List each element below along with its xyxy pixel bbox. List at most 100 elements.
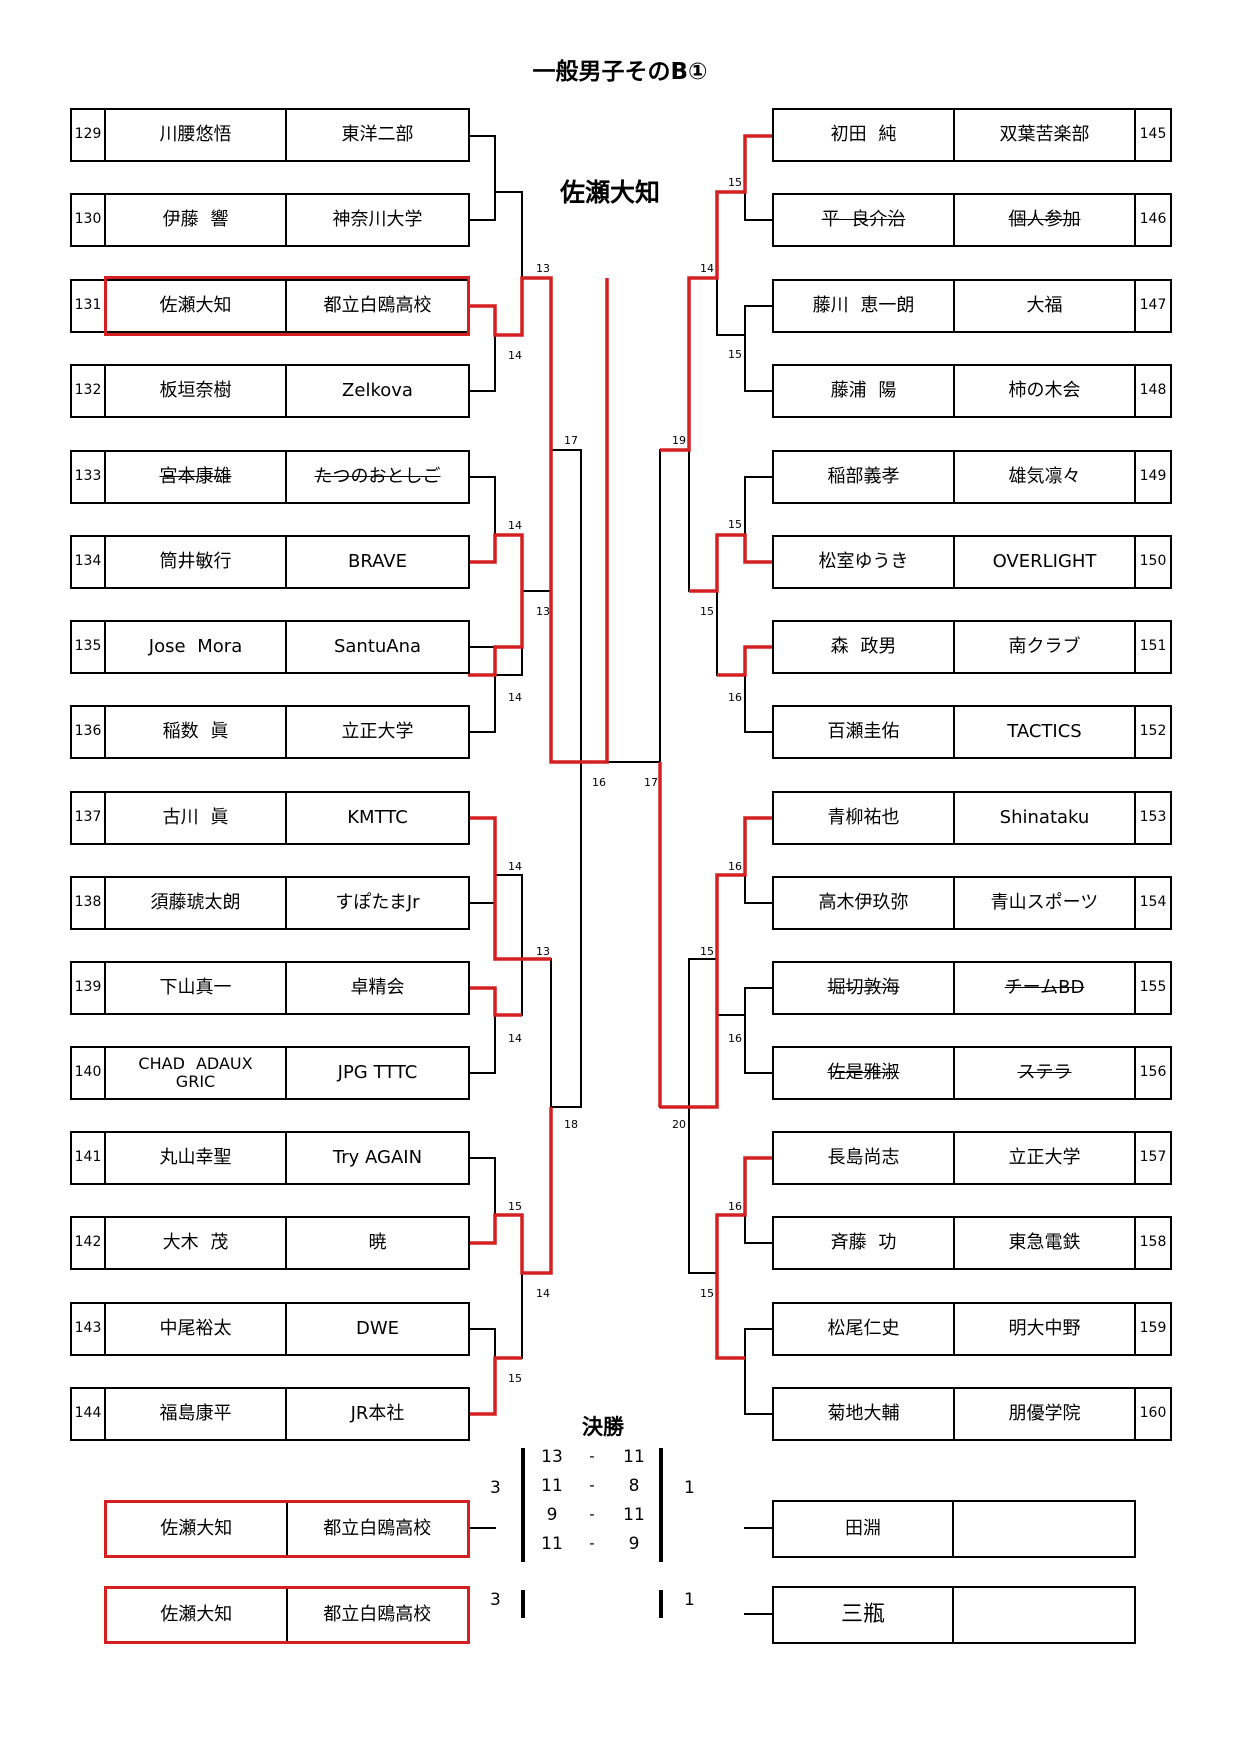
playoff-left-games: 3 <box>490 1590 501 1610</box>
team-name: 明大中野 <box>955 1304 1136 1354</box>
player-name: 長島尚志 <box>774 1133 955 1183</box>
seed-number: 145 <box>1139 126 1167 143</box>
entry-140: 140 CHAD ADAUX GRIC JPG TTTC <box>70 1046 470 1100</box>
seed-number: 130 <box>72 195 106 245</box>
match-score: 14 <box>508 349 522 362</box>
entry-158: 斉藤 功 東急電鉄 158 <box>772 1216 1172 1270</box>
player-name: 佐瀬大知 <box>107 1503 288 1555</box>
team-name: 大福 <box>955 281 1136 331</box>
champion-name: 佐瀬大知 <box>560 178 661 207</box>
team-name: 双葉苦楽部 <box>955 110 1136 160</box>
player-name: 斉藤 功 <box>774 1218 955 1268</box>
match-score: 14 <box>536 1287 550 1300</box>
final-right-games: 1 <box>684 1478 695 1498</box>
seed-number: 147 <box>1139 297 1167 314</box>
player-name: 森 政男 <box>774 622 955 672</box>
seed-number: 148 <box>1139 382 1167 399</box>
playoff-right-games: 1 <box>684 1590 695 1610</box>
match-score: 18 <box>564 1118 578 1131</box>
entry-151: 森 政男 南クラブ 151 <box>772 620 1172 674</box>
player-name: 中尾裕太 <box>106 1304 287 1354</box>
match-score: 17 <box>644 776 658 789</box>
player-name: 百瀬圭佑 <box>774 707 955 757</box>
team-name: TACTICS <box>955 707 1136 757</box>
seed-number: 136 <box>72 707 106 757</box>
match-score: 16 <box>728 691 742 704</box>
team-name <box>954 1588 1134 1642</box>
entry-160: 菊地大輔 朋優学院 160 <box>772 1387 1172 1441</box>
match-score: 20 <box>672 1118 686 1131</box>
entry-146: 平 良介治 個人参加 146 <box>772 193 1172 247</box>
seed-number: 140 <box>72 1048 106 1098</box>
seed-number: 138 <box>72 878 106 928</box>
match-score: 15 <box>700 1287 714 1300</box>
player-name: 川腰悠悟 <box>106 110 287 160</box>
entry-143: 143 中尾裕太 DWE <box>70 1302 470 1356</box>
entry-138: 138 須藤琥太朗 すぽたまJr <box>70 876 470 930</box>
seed-number: 141 <box>72 1133 106 1183</box>
set-score-right: 11 <box>623 1505 645 1525</box>
set-score-right: 11 <box>623 1447 645 1467</box>
team-name: JR本社 <box>350 1403 405 1425</box>
player-name: 松室ゆうき <box>774 537 955 587</box>
set-score-left: 11 <box>541 1476 563 1496</box>
entry-142: 142 大木 茂 暁 <box>70 1216 470 1270</box>
entry-139: 139 下山真一 卓精会 <box>70 961 470 1015</box>
entry-132: 132 板垣奈樹 Zelkova <box>70 364 470 418</box>
player-name: 下山真一 <box>106 963 287 1013</box>
seed-number: 139 <box>72 963 106 1013</box>
team-name: 南クラブ <box>955 622 1136 672</box>
entry-152: 百瀬圭佑 TACTICS 152 <box>772 705 1172 759</box>
player-name: 宮本康雄 <box>106 452 287 502</box>
team-name: SantuAna <box>333 636 422 658</box>
set-dash: - <box>589 1505 595 1523</box>
player-name: 初田 純 <box>774 110 955 160</box>
team-name: DWE <box>355 1318 400 1340</box>
final-right-player: 田淵 <box>772 1500 1136 1558</box>
team-name: KMTTC <box>347 807 408 829</box>
match-score: 14 <box>508 1032 522 1045</box>
match-score: 14 <box>508 860 522 873</box>
match-score: 16 <box>728 1032 742 1045</box>
seed-number: 156 <box>1139 1064 1167 1081</box>
entry-136: 136 稲数 眞 立正大学 <box>70 705 470 759</box>
final-label: 決勝 <box>582 1415 624 1439</box>
team-name: 立正大学 <box>341 721 414 743</box>
player-name: 藤浦 陽 <box>774 366 955 416</box>
seed-number: 135 <box>72 622 106 672</box>
seed-number: 132 <box>72 366 106 416</box>
player-name: 稲数 眞 <box>106 707 287 757</box>
seed-number: 142 <box>72 1218 106 1268</box>
entry-130: 130 伊藤 響 神奈川大学 <box>70 193 470 247</box>
team-name: OVERLIGHT <box>955 537 1136 587</box>
final-left-games: 3 <box>490 1478 501 1498</box>
entry-129: 129 川腰悠悟 東洋二部 <box>70 108 470 162</box>
team-name: 雄気凛々 <box>955 452 1136 502</box>
team-name: JPG TTTC <box>337 1062 418 1084</box>
team-name: 都立白鴎高校 <box>323 1518 432 1540</box>
team-name: 個人参加 <box>955 195 1136 245</box>
team-name: 卓精会 <box>350 977 405 999</box>
entry-150: 松室ゆうき OVERLIGHT 150 <box>772 535 1172 589</box>
match-score: 15 <box>508 1200 522 1213</box>
player-name: 丸山幸聖 <box>106 1133 287 1183</box>
player-name: 大木 茂 <box>106 1218 287 1268</box>
team-name: Shinataku <box>955 793 1136 843</box>
seed-number: 131 <box>72 281 106 331</box>
player-name: 伊藤 響 <box>106 195 287 245</box>
seed-number: 146 <box>1139 211 1167 228</box>
final-left-player: 佐瀬大知 都立白鴎高校 <box>104 1500 470 1558</box>
team-name: 東洋二部 <box>341 124 414 146</box>
seed-number: 129 <box>72 110 106 160</box>
player-name: 藤川 恵一朗 <box>774 281 955 331</box>
player-name: 板垣奈樹 <box>106 366 287 416</box>
team-name: 暁 <box>368 1232 387 1254</box>
set-score-left: 11 <box>541 1534 563 1554</box>
player-name: 佐是雅淑 <box>774 1048 955 1098</box>
team-name: たつのおとしご <box>314 466 441 488</box>
set-dash: - <box>589 1447 595 1465</box>
player-name: 田淵 <box>774 1502 954 1556</box>
playoff-left-player: 佐瀬大知 都立白鴎高校 <box>104 1586 470 1644</box>
team-name: チームBD <box>955 963 1136 1013</box>
